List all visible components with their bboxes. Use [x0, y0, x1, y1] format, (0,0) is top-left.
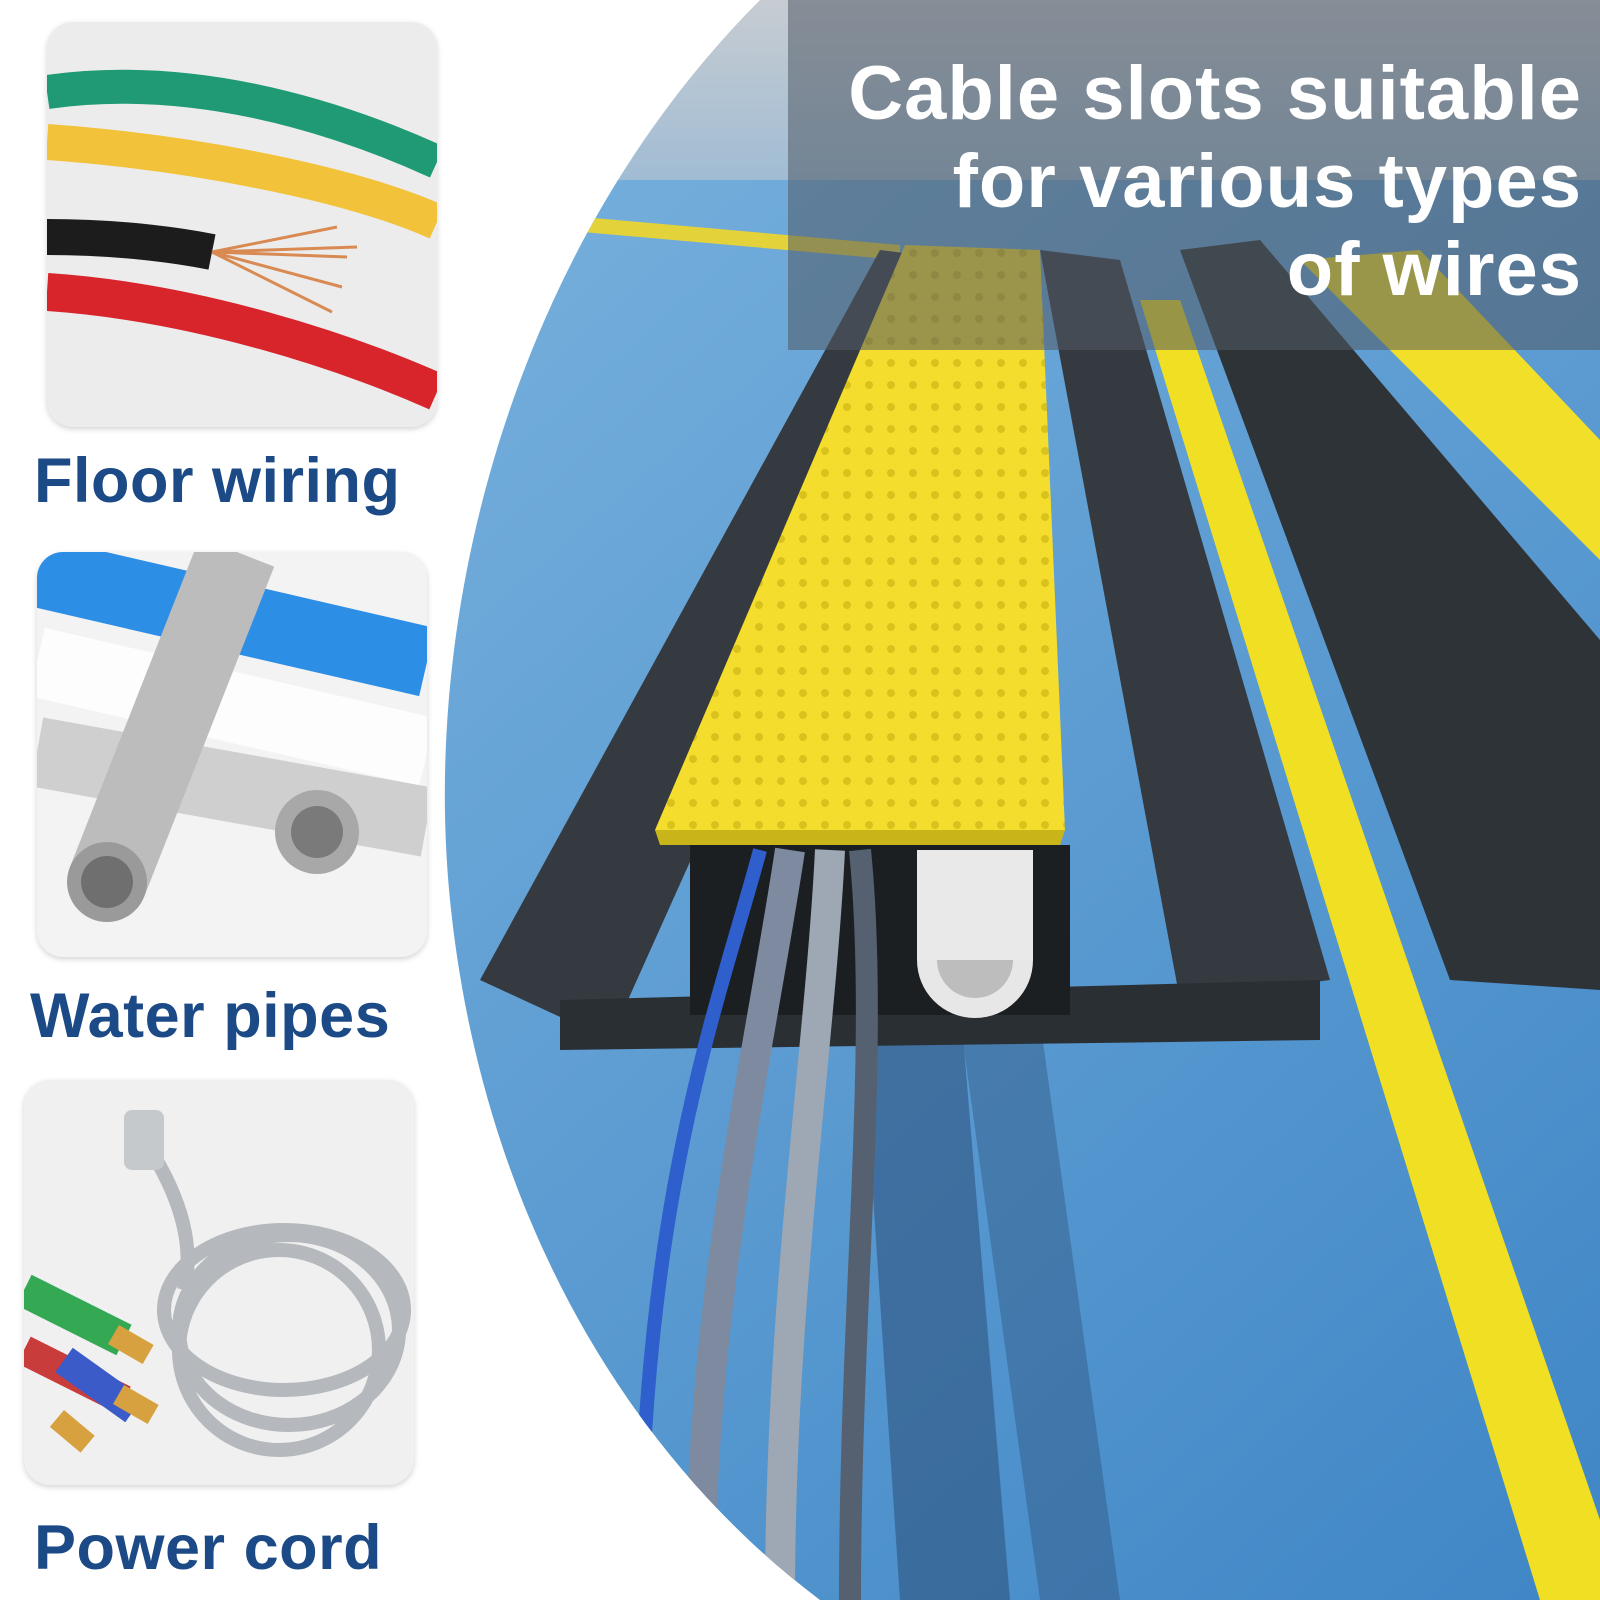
category-label: Power cord — [34, 1513, 383, 1583]
headline-line: Cable slots suitable — [848, 51, 1582, 136]
headline-line: of wires — [1286, 227, 1582, 312]
colored-wires-icon — [47, 22, 437, 427]
headline: Cable slots suitable for various types o… — [848, 50, 1582, 314]
thumbnail-floor-wiring — [47, 22, 437, 427]
category-label: Floor wiring — [34, 446, 401, 516]
category-label: Water pipes — [30, 981, 391, 1051]
power-cord-icon — [24, 1080, 414, 1485]
headline-line: for various types — [952, 139, 1582, 224]
thumbnail-power-cord — [24, 1080, 414, 1485]
thumbnail-water-pipes — [37, 552, 427, 957]
headline-backdrop — [788, 0, 1600, 350]
pipes-icon — [37, 552, 427, 957]
